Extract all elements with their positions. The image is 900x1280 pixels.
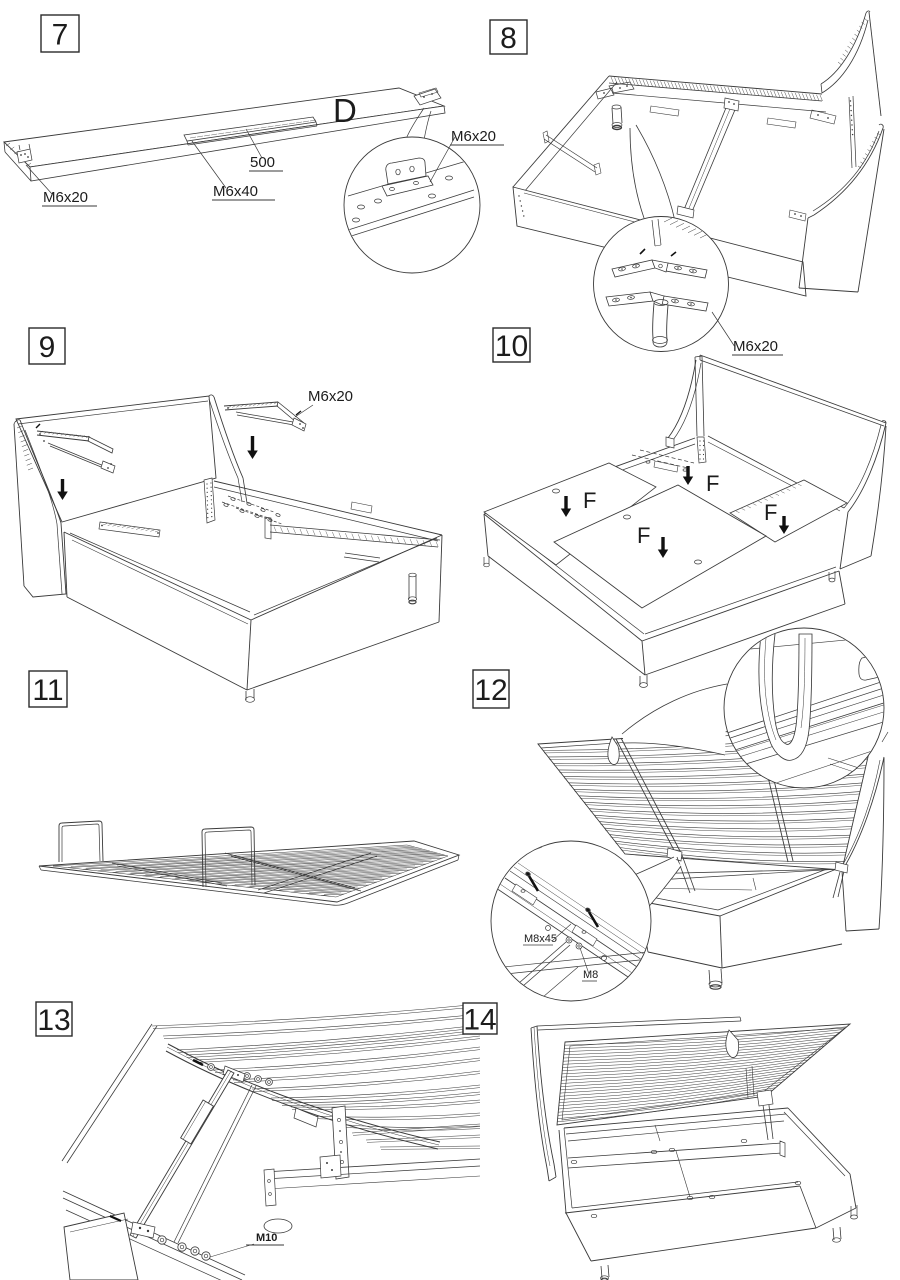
svg-text:F: F [706,471,719,496]
svg-text:M6x20: M6x20 [308,388,353,405]
svg-text:10: 10 [495,330,528,363]
svg-text:8: 8 [500,22,517,55]
svg-text:M8: M8 [583,969,598,981]
svg-text:13: 13 [37,1004,70,1037]
svg-text:9: 9 [39,331,56,364]
svg-text:M6x20: M6x20 [451,128,496,145]
svg-text:M8x45: M8x45 [524,933,557,945]
svg-text:D: D [333,92,357,129]
svg-text:F: F [583,488,596,513]
svg-text:M6x40: M6x40 [213,183,258,200]
svg-text:F: F [764,500,777,525]
svg-text:M6x20: M6x20 [733,338,778,355]
svg-text:M6x20: M6x20 [43,189,88,206]
svg-text:M10: M10 [256,1232,277,1244]
svg-text:7: 7 [52,18,69,51]
svg-text:500: 500 [250,154,275,171]
svg-text:14: 14 [463,1003,496,1036]
svg-text:11: 11 [32,674,63,707]
svg-text:F: F [637,523,650,548]
svg-text:12: 12 [474,674,507,707]
